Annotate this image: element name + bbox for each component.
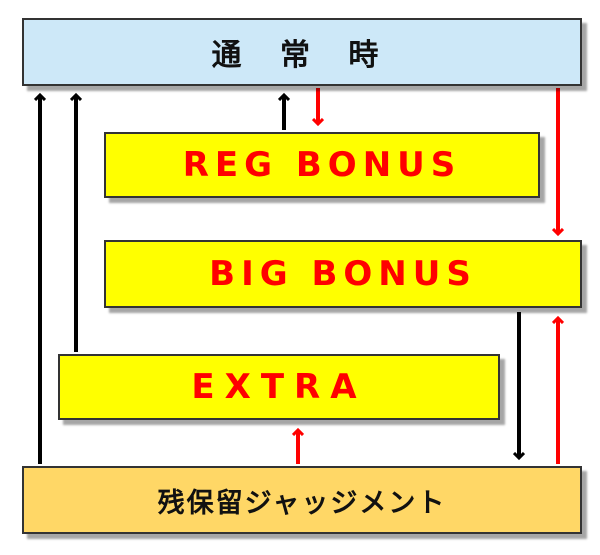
extra-box: EXTRA	[58, 354, 500, 420]
reg-bonus-box: REG BONUS	[104, 132, 540, 198]
normal-state-box: 通 常 時	[22, 18, 582, 86]
extra-label: EXTRA	[191, 367, 367, 407]
big-bonus-label: BIG BONUS	[209, 254, 477, 294]
reg-bonus-label: REG BONUS	[182, 145, 462, 185]
normal-state-label: 通 常 時	[211, 38, 393, 73]
big-bonus-box: BIG BONUS	[104, 240, 582, 308]
reserve-judgment-label: 残保留ジャッジメント	[157, 487, 447, 519]
reserve-judgment-box: 残保留ジャッジメント	[22, 466, 582, 534]
